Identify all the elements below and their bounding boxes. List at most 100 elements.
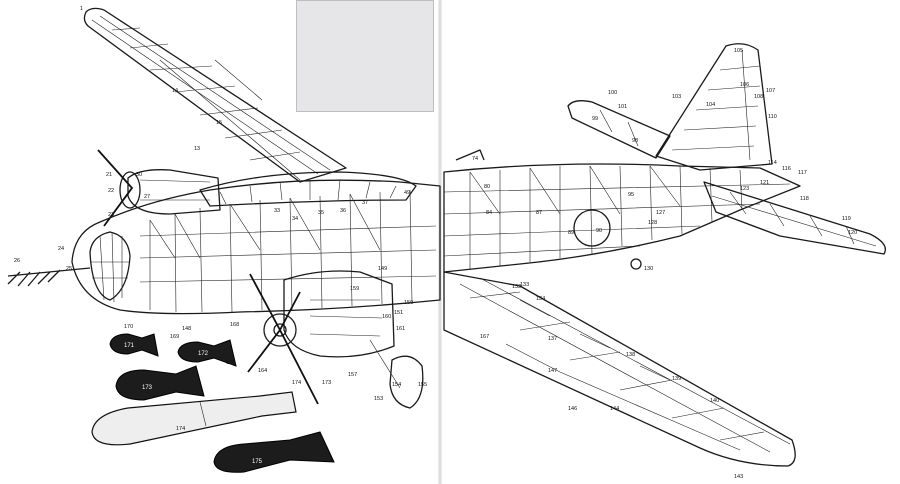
- callout-95: 95: [628, 192, 634, 198]
- bomb-load: [91, 333, 335, 473]
- callout-108: 108: [754, 94, 763, 100]
- callout-127: 127: [656, 210, 665, 216]
- bomb-label-172: 172: [198, 351, 209, 357]
- fuselage-front: [7, 171, 441, 315]
- callout-154: 154: [392, 382, 401, 388]
- callout-146: 146: [568, 406, 577, 412]
- callout-119: 119: [842, 216, 851, 222]
- callout-134: 134: [536, 296, 545, 302]
- callout-103: 103: [672, 94, 681, 100]
- callout-153: 153: [374, 396, 383, 402]
- callout-121: 121: [760, 180, 769, 186]
- callout-120: 120: [848, 230, 857, 236]
- callout-155: 155: [418, 382, 427, 388]
- callout-89: 89: [568, 230, 574, 236]
- callout-139: 139: [672, 376, 681, 382]
- callout-30: 30: [136, 172, 142, 178]
- callout-80: 80: [484, 184, 490, 190]
- blank-placeholder-box: [296, 0, 434, 112]
- callout-37: 37: [362, 200, 368, 206]
- callout-164: 164: [258, 368, 267, 374]
- callout-166: 166: [226, 360, 235, 366]
- callout-159: 159: [350, 286, 359, 292]
- callout-49: 49: [404, 190, 410, 196]
- callout-170: 170: [124, 324, 133, 330]
- right-tailplane: [703, 181, 887, 255]
- callout-144: 144: [610, 406, 619, 412]
- callout-1: 1: [80, 6, 83, 12]
- callout-90: 90: [596, 228, 602, 234]
- callout-114: 114: [768, 160, 777, 166]
- callout-143: 143: [734, 474, 743, 480]
- torpedo-174: [91, 391, 297, 446]
- callout-174: 174: [292, 380, 301, 386]
- callout-117: 117: [798, 170, 807, 176]
- bomb-label-175: 175: [252, 459, 263, 465]
- callout-98: 98: [632, 138, 638, 144]
- callout-110: 110: [768, 114, 777, 120]
- callout-128: 128: [648, 220, 657, 226]
- callout-116: 116: [782, 166, 791, 172]
- fuselage-rear: [443, 149, 801, 273]
- callout-173: 173: [322, 380, 331, 386]
- bomb-171: [109, 333, 159, 357]
- callout-21: 21: [106, 172, 112, 178]
- bomb-173: [115, 365, 205, 401]
- bomb-175: [213, 431, 335, 473]
- bomb-labels: 171 172 173 174 175: [124, 343, 263, 465]
- callout-157: 157: [348, 372, 357, 378]
- bomb-label-171: 171: [124, 343, 135, 349]
- callout-118: 118: [800, 196, 809, 202]
- callout-101: 101: [618, 104, 627, 110]
- callout-147: 147: [548, 368, 557, 374]
- callout-132: 132: [512, 284, 521, 290]
- callout-130: 130: [644, 266, 653, 272]
- callout-36: 36: [340, 208, 346, 214]
- callout-151: 151: [394, 310, 403, 316]
- callout-107: 107: [766, 88, 775, 94]
- callout-148: 148: [182, 326, 191, 332]
- callout-35: 35: [318, 210, 324, 216]
- left-engine: [97, 149, 221, 227]
- callout-14: 14: [172, 88, 178, 94]
- callout-26: 26: [14, 258, 20, 264]
- callout-100: 100: [608, 90, 617, 96]
- callout-99: 99: [592, 116, 598, 122]
- lower-wing: [443, 271, 796, 467]
- callout-74: 74: [472, 156, 478, 162]
- callout-24: 24: [58, 246, 64, 252]
- callout-105: 105: [734, 48, 743, 54]
- callout-23: 23: [108, 212, 114, 218]
- bomb-label-173: 173: [142, 385, 153, 391]
- right-engine: [247, 270, 424, 409]
- callout-106: 106: [740, 82, 749, 88]
- callout-27: 27: [144, 194, 150, 200]
- callout-123: 123: [740, 186, 749, 192]
- callout-150: 150: [404, 300, 413, 306]
- callout-33: 33: [274, 208, 280, 214]
- callout-87: 87: [536, 210, 542, 216]
- bomb-172: [177, 339, 237, 367]
- bomb-label-174: 174: [176, 426, 185, 432]
- callout-34: 34: [292, 216, 298, 222]
- callout-22: 22: [108, 188, 114, 194]
- callout-160: 160: [382, 314, 391, 320]
- callout-104: 104: [706, 102, 715, 108]
- callout-15: 15: [216, 120, 222, 126]
- callout-161: 161: [396, 326, 405, 332]
- upper-wing: [83, 7, 347, 183]
- callout-13: 13: [194, 146, 200, 152]
- callout-167: 167: [480, 334, 489, 340]
- callout-84: 84: [486, 210, 492, 216]
- callout-133: 133: [520, 282, 529, 288]
- callout-138: 138: [626, 352, 635, 358]
- left-tailplane: [567, 100, 671, 159]
- callout-25: 25: [66, 266, 72, 272]
- callout-137: 137: [548, 336, 557, 342]
- callout-140: 140: [710, 398, 719, 404]
- callout-149: 149: [378, 266, 387, 272]
- callout-169: 169: [170, 334, 179, 340]
